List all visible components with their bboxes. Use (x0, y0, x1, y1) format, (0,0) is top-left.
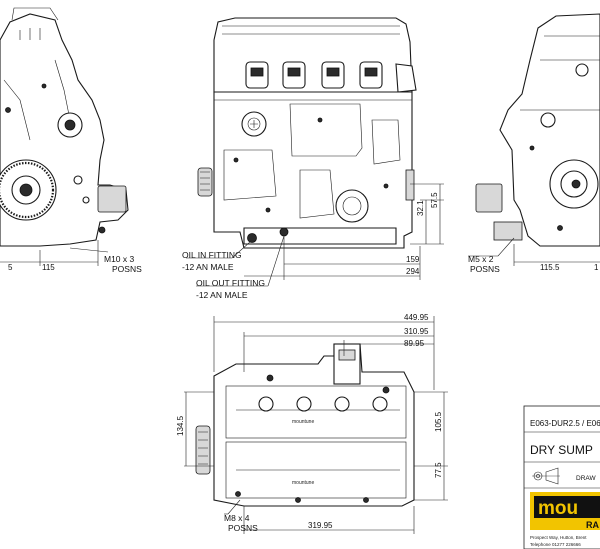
dim-top-77-5: 77.5 (434, 462, 443, 478)
dim-rear-115-5: 115.5 (540, 263, 560, 272)
callout-m8-line1: M8 x 4 (224, 513, 250, 523)
dim-rear-1: 1 (594, 263, 599, 272)
callout-oil-out-line1: OIL OUT FITTING (196, 278, 265, 288)
side-view-dimensions: 32.1 57.5 159 294 OIL IN FITTING -12 AN … (182, 183, 444, 300)
callout-oil-in-line2: -12 AN MALE (182, 262, 234, 272)
brand-sub: RA (586, 520, 599, 530)
top-view-dimensions: 449.95 310.95 89.95 134.5 105.5 77.5 319… (176, 313, 448, 534)
dim-top-310-95: 310.95 (404, 327, 429, 336)
casting-mark-top: mountune (292, 419, 314, 425)
coil-packs (245, 61, 383, 89)
dim-side-32-1: 32.1 (416, 200, 425, 216)
rear-view-engine (475, 13, 600, 247)
callout-oil-in-line1: OIL IN FITTING (182, 250, 242, 260)
callout-m10-line1: M10 x 3 (104, 254, 135, 264)
callout-m5-line2: POSNS (470, 264, 500, 274)
drawn-label: DRAW (576, 475, 596, 482)
rear-view-dimensions: 115.5 1 M5 x 2 POSNS (468, 237, 600, 274)
dim-side-294: 294 (406, 267, 420, 276)
callout-m5-line1: M5 x 2 (468, 254, 494, 264)
brand-name: mou (538, 498, 578, 519)
dim-front-115: 115 (42, 263, 55, 272)
callout-m10-line2: POSNS (112, 264, 142, 274)
mountune-logo: mou RA (530, 492, 600, 530)
dim-side-159: 159 (406, 255, 420, 264)
company-telephone: Telephone 01277 226666 (530, 542, 581, 547)
company-address: Prospect Way, Hutton, Brent (530, 535, 587, 540)
callout-oil-out-line2: -12 AN MALE (196, 290, 248, 300)
dim-top-89-95: 89.95 (404, 339, 425, 348)
part-number: E063-DUR2.5 / E06 (530, 419, 600, 428)
dim-side-57-5: 57.5 (430, 192, 439, 208)
front-view-engine (0, 7, 129, 247)
front-view-dimensions: 5 115 M10 x 3 POSNS (0, 240, 142, 274)
top-view-engine: mountune mountune (195, 343, 415, 507)
callout-m8-line2: POSNS (228, 523, 258, 533)
projection-symbol (532, 467, 560, 485)
title-block: E063-DUR2.5 / E06 DRY SUMP DRAW mou RA P… (523, 405, 600, 549)
side-view-engine (197, 17, 417, 249)
dim-top-134-5: 134.5 (176, 415, 185, 436)
dim-top-449-95: 449.95 (404, 313, 429, 322)
dim-top-319-95: 319.95 (308, 521, 333, 530)
drawing-title: DRY SUMP (530, 443, 593, 457)
dim-top-105-5: 105.5 (434, 411, 443, 432)
casting-mark-bottom: mountune (292, 480, 314, 486)
dim-front-5: 5 (8, 263, 13, 272)
